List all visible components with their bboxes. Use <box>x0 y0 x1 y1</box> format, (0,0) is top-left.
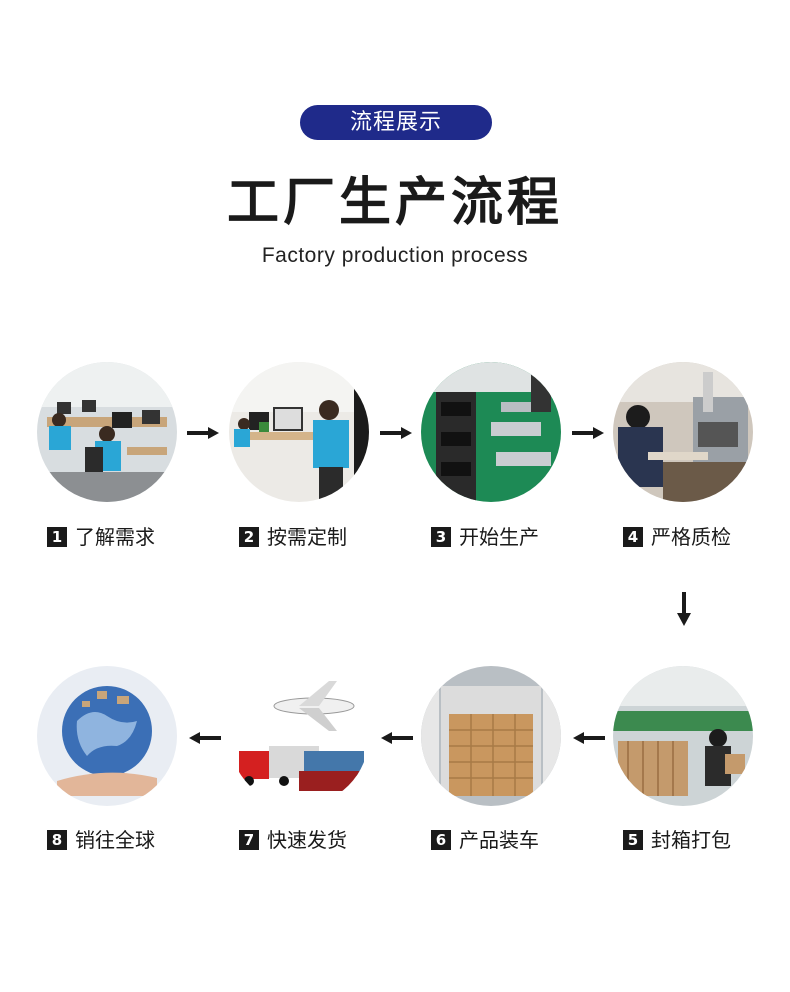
step-5-image <box>613 666 753 806</box>
page-subtitle: Factory production process <box>261 244 529 267</box>
arrow-left-icon <box>189 732 221 744</box>
arrow-right-icon <box>572 427 604 439</box>
section-badge: 流程展示 <box>300 105 492 140</box>
step-number-badge: 3 <box>431 526 451 547</box>
step-1-image <box>37 362 177 502</box>
step-number-badge: 7 <box>239 829 259 850</box>
arrow-down-icon <box>677 592 691 626</box>
step-number-badge: 4 <box>623 526 643 547</box>
step-number-badge: 6 <box>431 829 451 850</box>
step-number-badge: 8 <box>47 829 67 850</box>
arrow-left-icon <box>381 732 413 744</box>
step-8-image <box>37 666 177 806</box>
arrow-left-icon <box>573 732 605 744</box>
page-title: 工厂生产流程 <box>226 173 563 233</box>
step-2-image <box>229 362 369 502</box>
arrow-right-icon <box>187 427 219 439</box>
step-number-badge: 2 <box>239 526 259 547</box>
step-number-badge: 5 <box>623 829 643 850</box>
step-4-image <box>613 362 753 502</box>
arrow-right-icon <box>380 427 412 439</box>
step-7-image <box>229 666 369 806</box>
step-6-image <box>421 666 561 806</box>
step-3-image <box>421 362 561 502</box>
step-number-badge: 1 <box>47 526 67 547</box>
